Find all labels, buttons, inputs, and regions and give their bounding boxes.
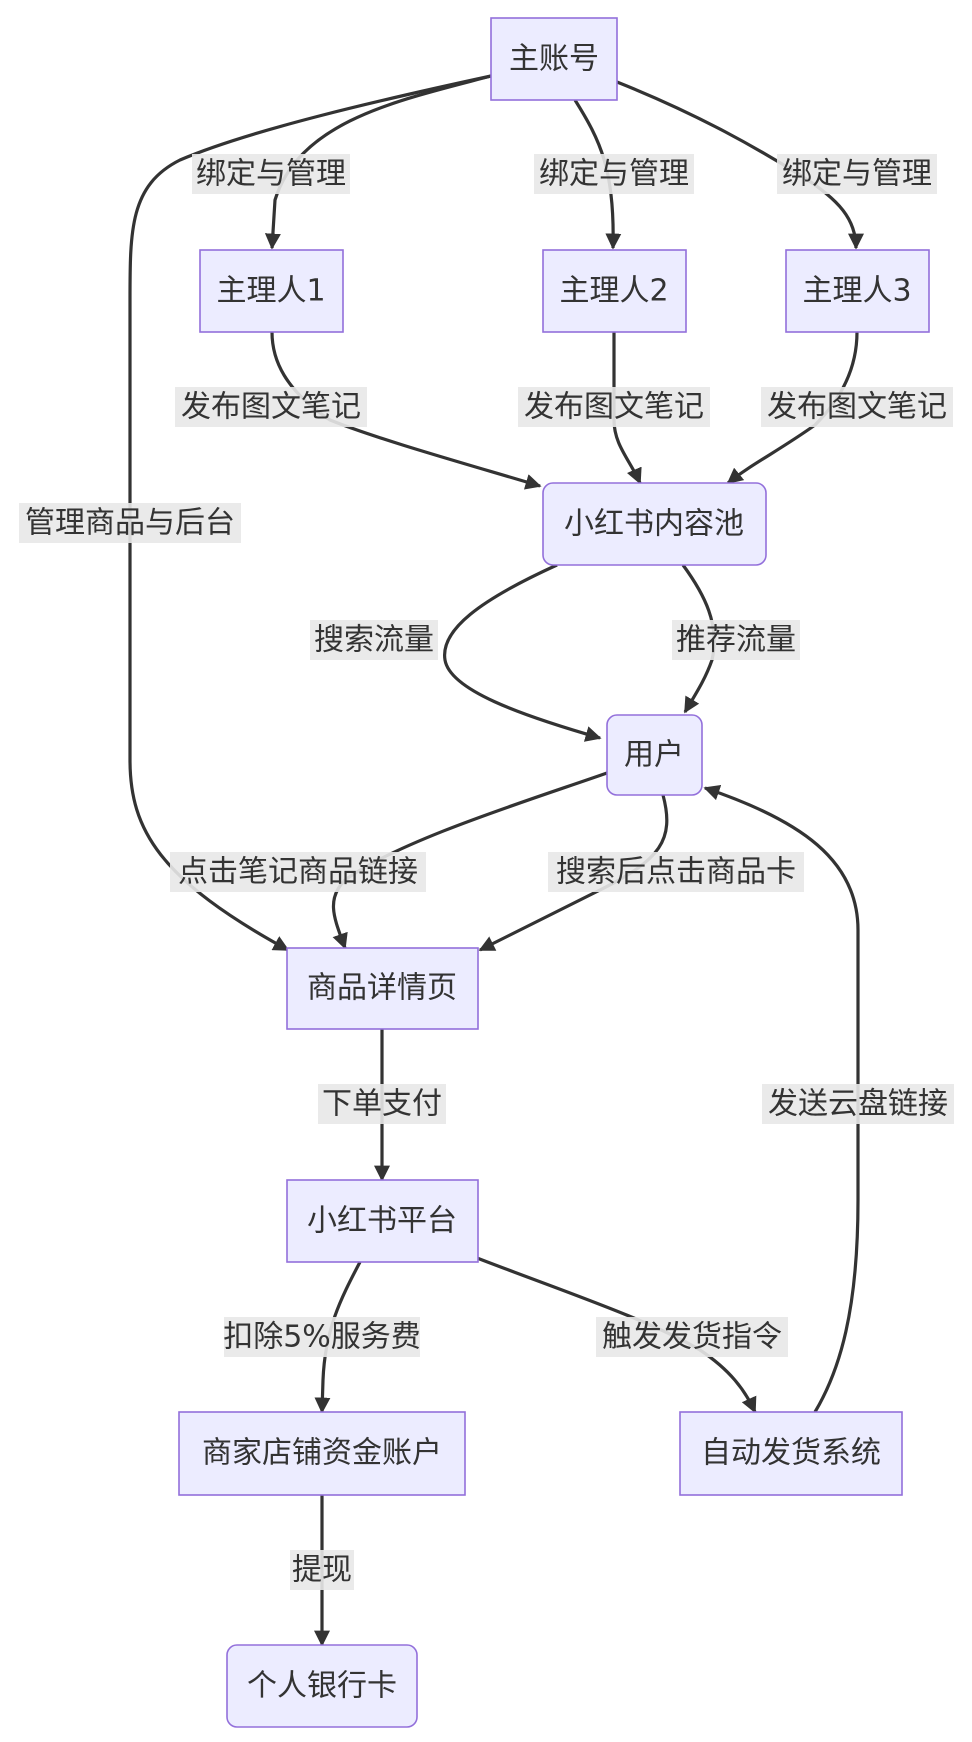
edge-label-manage: 管理商品与后台 <box>19 503 241 543</box>
edge-label-pay-text: 下单支付 <box>322 1087 442 1122</box>
node-merchant-account-label: 商家店铺资金账户 <box>202 1436 442 1471</box>
node-content-pool-label: 小红书内容池 <box>564 507 744 542</box>
node-agent-2: 主理人2 <box>542 249 687 333</box>
node-agent-3-label: 主理人3 <box>802 274 911 309</box>
edge-label-withdraw-text: 提现 <box>292 1553 352 1588</box>
node-main-account: 主账号 <box>490 17 618 101</box>
node-content-pool: 小红书内容池 <box>542 482 767 566</box>
node-auto-ship-label: 自动发货系统 <box>701 1436 881 1471</box>
edge-label-post2: 发布图文笔记 <box>518 387 710 427</box>
node-merchant-account: 商家店铺资金账户 <box>178 1411 466 1496</box>
edge-label-recommend-text: 推荐流量 <box>676 623 796 658</box>
edge-label-bind2-text: 绑定与管理 <box>539 157 689 192</box>
edge-label-bind3: 绑定与管理 <box>777 154 937 194</box>
edge-label-bind1: 绑定与管理 <box>192 154 350 194</box>
node-product-detail: 商品详情页 <box>286 947 479 1030</box>
edge-label-send-link-text: 发送云盘链接 <box>768 1087 948 1122</box>
node-product-detail-label: 商品详情页 <box>307 971 457 1006</box>
edge-label-post2-text: 发布图文笔记 <box>524 390 704 425</box>
edge-label-click-note: 点击笔记商品链接 <box>170 852 426 892</box>
node-platform-label: 小红书平台 <box>307 1204 457 1239</box>
edge-label-pay: 下单支付 <box>318 1084 446 1124</box>
edge-label-bind1-text: 绑定与管理 <box>196 157 346 192</box>
node-agent-1-label: 主理人1 <box>216 274 325 309</box>
edge-label-withdraw: 提现 <box>290 1550 354 1590</box>
node-bank-card-label: 个人银行卡 <box>247 1669 397 1704</box>
edge-label-trigger: 触发发货指令 <box>596 1317 788 1357</box>
edge-label-post3-text: 发布图文笔记 <box>767 390 947 425</box>
edge-label-search: 搜索流量 <box>310 620 438 660</box>
edge-main-to-detail <box>128 74 492 952</box>
node-bank-card: 个人银行卡 <box>226 1644 418 1728</box>
node-agent-2-label: 主理人2 <box>559 274 668 309</box>
node-user-label: 用户 <box>624 738 684 773</box>
node-user: 用户 <box>606 714 703 796</box>
edge-label-recommend: 推荐流量 <box>672 620 800 660</box>
node-agent-1: 主理人1 <box>199 249 344 333</box>
node-agent-3: 主理人3 <box>785 249 930 333</box>
edge-label-manage-text: 管理商品与后台 <box>25 506 235 541</box>
edge-label-click-card: 搜索后点击商品卡 <box>548 852 804 892</box>
edge-label-bind3-text: 绑定与管理 <box>782 157 932 192</box>
node-platform: 小红书平台 <box>286 1179 479 1263</box>
edge-label-fee: 扣除5%服务费 <box>223 1317 421 1357</box>
node-main-account-label: 主账号 <box>509 42 599 77</box>
edge-pool-to-user-search <box>443 563 602 742</box>
node-auto-ship: 自动发货系统 <box>679 1411 903 1496</box>
edge-ship-to-user <box>703 785 860 1413</box>
edge-label-fee-text: 扣除5%服务费 <box>223 1320 421 1355</box>
edge-label-click-note-text: 点击笔记商品链接 <box>178 855 418 890</box>
edge-label-search-text: 搜索流量 <box>314 623 434 658</box>
edge-label-post1-text: 发布图文笔记 <box>181 390 361 425</box>
edge-label-send-link: 发送云盘链接 <box>762 1084 954 1124</box>
edge-label-bind2: 绑定与管理 <box>534 154 694 194</box>
edge-label-post1: 发布图文笔记 <box>175 387 367 427</box>
edge-label-trigger-text: 触发发货指令 <box>602 1320 782 1355</box>
edge-label-post3: 发布图文笔记 <box>761 387 953 427</box>
edge-label-click-card-text: 搜索后点击商品卡 <box>556 855 796 890</box>
